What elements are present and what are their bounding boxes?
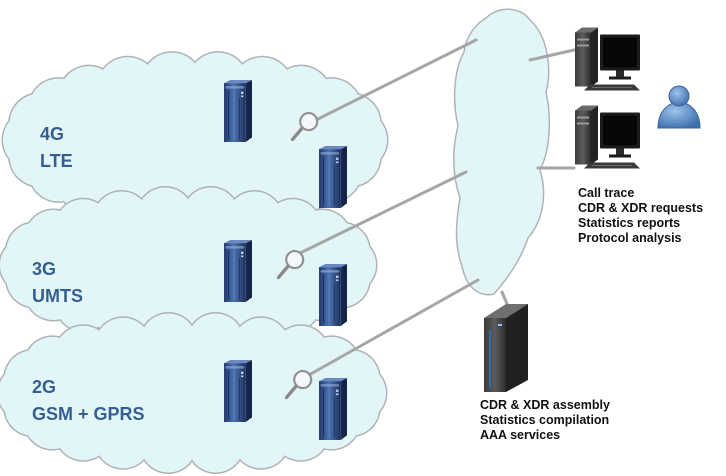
- svg-text:3G: 3G: [32, 259, 56, 279]
- analysis-workstation-icon: [574, 26, 641, 92]
- client-function-item: Call trace: [578, 186, 634, 200]
- label-4g-lte: 4G LTE: [40, 124, 73, 171]
- analysis-workstation-icon: [574, 104, 641, 170]
- link-2g-core: [298, 278, 480, 382]
- server-function-item: CDR & XDR assembly: [480, 398, 610, 412]
- svg-text:2G: 2G: [32, 377, 56, 397]
- server-function-item: Statistics compilation: [480, 413, 609, 427]
- client-function-item: CDR & XDR requests: [578, 201, 703, 215]
- 3g-network-element-server-icon: [223, 240, 253, 302]
- 4g-network-element-server-icon: [318, 146, 348, 208]
- 3g-network-element-server-icon: [318, 264, 348, 326]
- core-network-cloud: [452, 8, 551, 296]
- client-function-item: Protocol analysis: [578, 231, 682, 245]
- 2g-network-element-server-icon: [223, 360, 253, 422]
- mediation-server-icon: [484, 304, 528, 392]
- link-core-pc-top: [528, 48, 576, 62]
- links: [292, 38, 576, 382]
- 2g-network-element-server-icon: [318, 378, 348, 440]
- svg-text:4G: 4G: [40, 124, 64, 144]
- 4g-network-element-server-icon: [223, 80, 253, 142]
- svg-text:LTE: LTE: [40, 151, 73, 171]
- network-clouds: [0, 51, 389, 474]
- label-2g-gsm-gprs: 2G GSM + GPRS: [32, 377, 145, 424]
- link-3g-core: [292, 170, 468, 258]
- client-functions-list: Call trace CDR & XDR requests Statistics…: [578, 186, 703, 245]
- user-icon: [657, 85, 701, 129]
- label-3g-umts: 3G UMTS: [32, 259, 83, 306]
- server-functions-list: CDR & XDR assembly Statistics compilatio…: [480, 398, 610, 442]
- svg-text:UMTS: UMTS: [32, 286, 83, 306]
- svg-text:GSM + GPRS: GSM + GPRS: [32, 404, 145, 424]
- client-function-item: Statistics reports: [578, 216, 680, 230]
- server-function-item: AAA services: [480, 428, 560, 442]
- link-4g-core: [310, 38, 478, 124]
- cloud-2g-gsm: [0, 312, 388, 474]
